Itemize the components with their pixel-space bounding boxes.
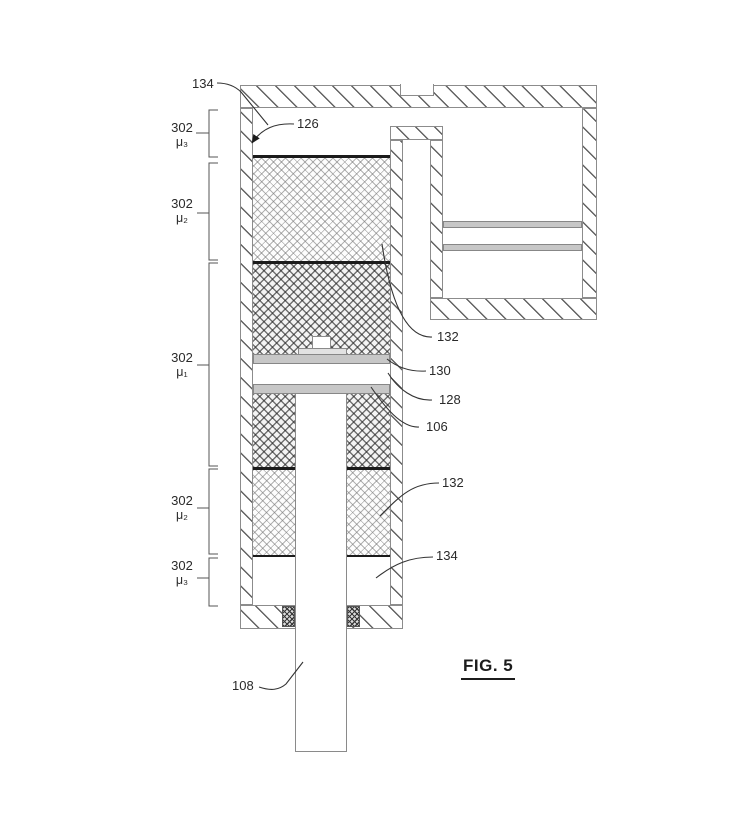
separator-line-3-right bbox=[347, 467, 390, 470]
fluid-mu2-upper bbox=[253, 158, 390, 261]
ref-108: 108 bbox=[232, 678, 254, 693]
region-ref: 302 bbox=[171, 493, 193, 508]
ref-130: 130 bbox=[429, 363, 451, 378]
separator-line-4-right bbox=[347, 555, 390, 557]
region-label-302-mu2-top: 302 μ₂ bbox=[164, 196, 200, 226]
bracket-mu3-bottom bbox=[197, 557, 218, 607]
region-ref: 302 bbox=[171, 350, 193, 365]
region-ref: 302 bbox=[171, 558, 193, 573]
region-label-302-mu3-bottom: 302 μ₃ bbox=[164, 558, 200, 588]
fluid-mu2-lower-right bbox=[347, 470, 390, 555]
reservoir-bottom-cap bbox=[430, 298, 597, 320]
fluid-mu1-lower-right bbox=[347, 394, 390, 467]
region-label-302-mu3-top: 302 μ₃ bbox=[164, 120, 200, 150]
region-mu: μ₃ bbox=[175, 135, 189, 149]
piston-bottom-plate-106 bbox=[253, 384, 390, 394]
region-ref: 302 bbox=[171, 196, 193, 211]
separator-line-1 bbox=[253, 155, 390, 158]
ref-128: 128 bbox=[439, 392, 461, 407]
cylinder-right-wall bbox=[390, 140, 403, 605]
reservoir-piston-bottom-plate bbox=[443, 244, 582, 251]
separator-line-3-left bbox=[253, 467, 295, 470]
region-mu: μ₂ bbox=[175, 211, 189, 225]
ref-106: 106 bbox=[426, 419, 448, 434]
piston-top-plate-130 bbox=[253, 354, 390, 364]
ref-132-lower: 132 bbox=[442, 475, 464, 490]
separator-line-4-left bbox=[253, 555, 295, 557]
figure-title: FIG. 5 bbox=[461, 656, 516, 680]
region-mu: μ₁ bbox=[176, 365, 188, 379]
bracket-mu2-bottom bbox=[197, 468, 218, 555]
bracket-mu1 bbox=[197, 262, 218, 467]
fluid-mu2-lower-left bbox=[253, 470, 295, 555]
top-cap bbox=[240, 85, 597, 108]
rod-seal-right bbox=[347, 606, 360, 627]
region-label-302-mu1: 302 μ₁ bbox=[164, 350, 200, 380]
region-mu: μ₂ bbox=[175, 508, 189, 522]
cylinder-left-wall bbox=[240, 108, 253, 605]
region-label-302-mu2-bottom: 302 μ₂ bbox=[164, 493, 200, 523]
transfer-port bbox=[390, 108, 443, 126]
ref-134-lower: 134 bbox=[436, 548, 458, 563]
top-cap-notch bbox=[400, 84, 434, 96]
ref-132-upper: 132 bbox=[437, 329, 459, 344]
ref-134-top: 134 bbox=[192, 76, 214, 91]
fluid-mu1-lower-left bbox=[253, 394, 295, 467]
reservoir-right-wall bbox=[582, 108, 597, 298]
leader-126 bbox=[251, 123, 295, 144]
reservoir-piston-top-plate bbox=[443, 221, 582, 228]
reservoir-left-wall bbox=[430, 140, 443, 298]
region-ref: 302 bbox=[171, 120, 193, 135]
leader-134-lower bbox=[375, 556, 434, 579]
ref-126: 126 bbox=[297, 116, 319, 131]
separator-line-2 bbox=[253, 261, 390, 264]
bracket-mu2-top bbox=[197, 162, 218, 261]
rod-seal-left bbox=[282, 606, 295, 627]
piston-rod bbox=[295, 394, 347, 752]
port-bridge bbox=[390, 126, 443, 140]
piston-band-128 bbox=[253, 364, 390, 384]
region-mu: μ₃ bbox=[175, 573, 189, 587]
